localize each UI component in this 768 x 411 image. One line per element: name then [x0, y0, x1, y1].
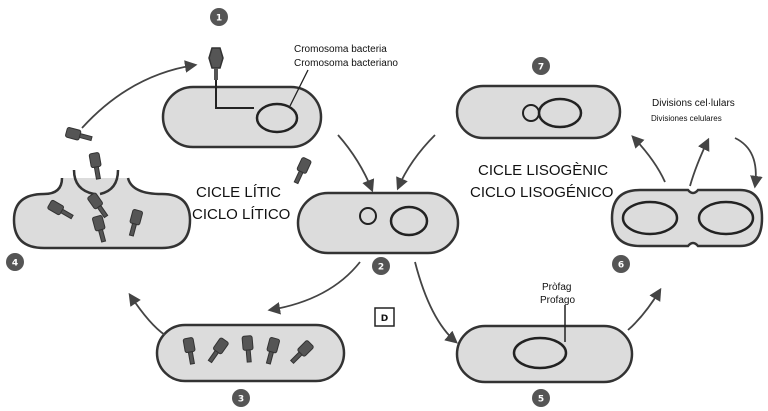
svg-text:2: 2 [378, 263, 384, 273]
svg-text:3: 3 [238, 395, 244, 405]
svg-text:7: 7 [538, 63, 544, 73]
released-phage-icon [88, 152, 102, 180]
step-badge-4: 4 [6, 253, 24, 271]
cell-step-7 [455, 84, 622, 140]
arrow-5-to-6 [627, 287, 662, 331]
label-cromosoma-ca: Cromosoma bacteria [294, 44, 387, 55]
new-phage-icon [241, 335, 254, 363]
arrow-2-to-3 [267, 261, 361, 315]
label-cicle-lisogenic: CICLE LISOGÈNIC [478, 162, 608, 179]
injected-dna [215, 72, 254, 109]
released-phage-icon [65, 127, 93, 142]
attaching-phage-icon [208, 47, 224, 80]
cell-step-1 [161, 47, 323, 149]
cromosoma-pointer [289, 69, 309, 107]
released-phage-icon [87, 192, 109, 219]
svg-text:6: 6 [618, 261, 624, 271]
arrow-1-to-2 [337, 134, 375, 193]
step-badge-5: 5 [532, 389, 550, 407]
label-profag-ca: Pròfag [542, 282, 571, 293]
chromosome-with-prophage [512, 336, 568, 370]
new-phage-icon [182, 337, 196, 365]
arrow-3-to-4 [128, 292, 166, 336]
arrow-division-1 [689, 137, 710, 187]
arrow-7-to-2 [396, 134, 436, 191]
label-ciclo-litico: CICLO LÍTICO [192, 206, 290, 223]
arrow-6-to-7 [631, 135, 666, 183]
bacterial-chromosome [255, 102, 299, 134]
new-phage-icon [289, 340, 314, 365]
new-phage-icon [207, 337, 229, 364]
label-ciclo-lisogenico: CICLO LISOGÉNICO [470, 184, 613, 201]
cell-step-4-lysis [12, 127, 312, 250]
step-badge-7: 7 [532, 57, 550, 75]
free-phage-icon [293, 157, 312, 185]
svg-text:5: 5 [538, 395, 544, 405]
cell-step-3 [155, 323, 346, 383]
cell-step-2 [296, 191, 460, 255]
label-profago-es: Profago [540, 295, 575, 306]
step-badge-1: 1 [210, 8, 228, 26]
cell-step-5 [455, 305, 634, 384]
label-divisions-es: Divisiones celulares [651, 114, 722, 123]
step-badge-3: 3 [232, 389, 250, 407]
phage-dna [359, 207, 377, 225]
center-box: D [374, 307, 395, 327]
bacterial-chromosome [537, 97, 583, 129]
svg-text:D: D [381, 314, 388, 324]
released-phage-icon [47, 199, 74, 220]
released-phage-icon [92, 215, 107, 243]
svg-text:1: 1 [216, 14, 222, 24]
new-phage-icon [265, 337, 280, 365]
label-cicle-litic: CICLE LÍTIC [196, 184, 281, 201]
step-badge-6: 6 [612, 255, 630, 273]
svg-text:4: 4 [12, 259, 18, 269]
arrow-2-to-5 [414, 261, 458, 344]
released-phage-icon [128, 209, 143, 237]
arrow-division-2 [734, 137, 763, 189]
step-badge-2: 2 [372, 257, 390, 275]
cell-step-6-dividing [610, 188, 764, 248]
bacterial-chromosome [389, 205, 429, 237]
arrow-4-to-1 [81, 60, 198, 129]
label-divisions-ca: Divisions cel·lulars [652, 98, 735, 109]
cycle-arrows [81, 60, 763, 344]
label-cromosoma-es: Cromosoma bacteriano [294, 58, 398, 69]
